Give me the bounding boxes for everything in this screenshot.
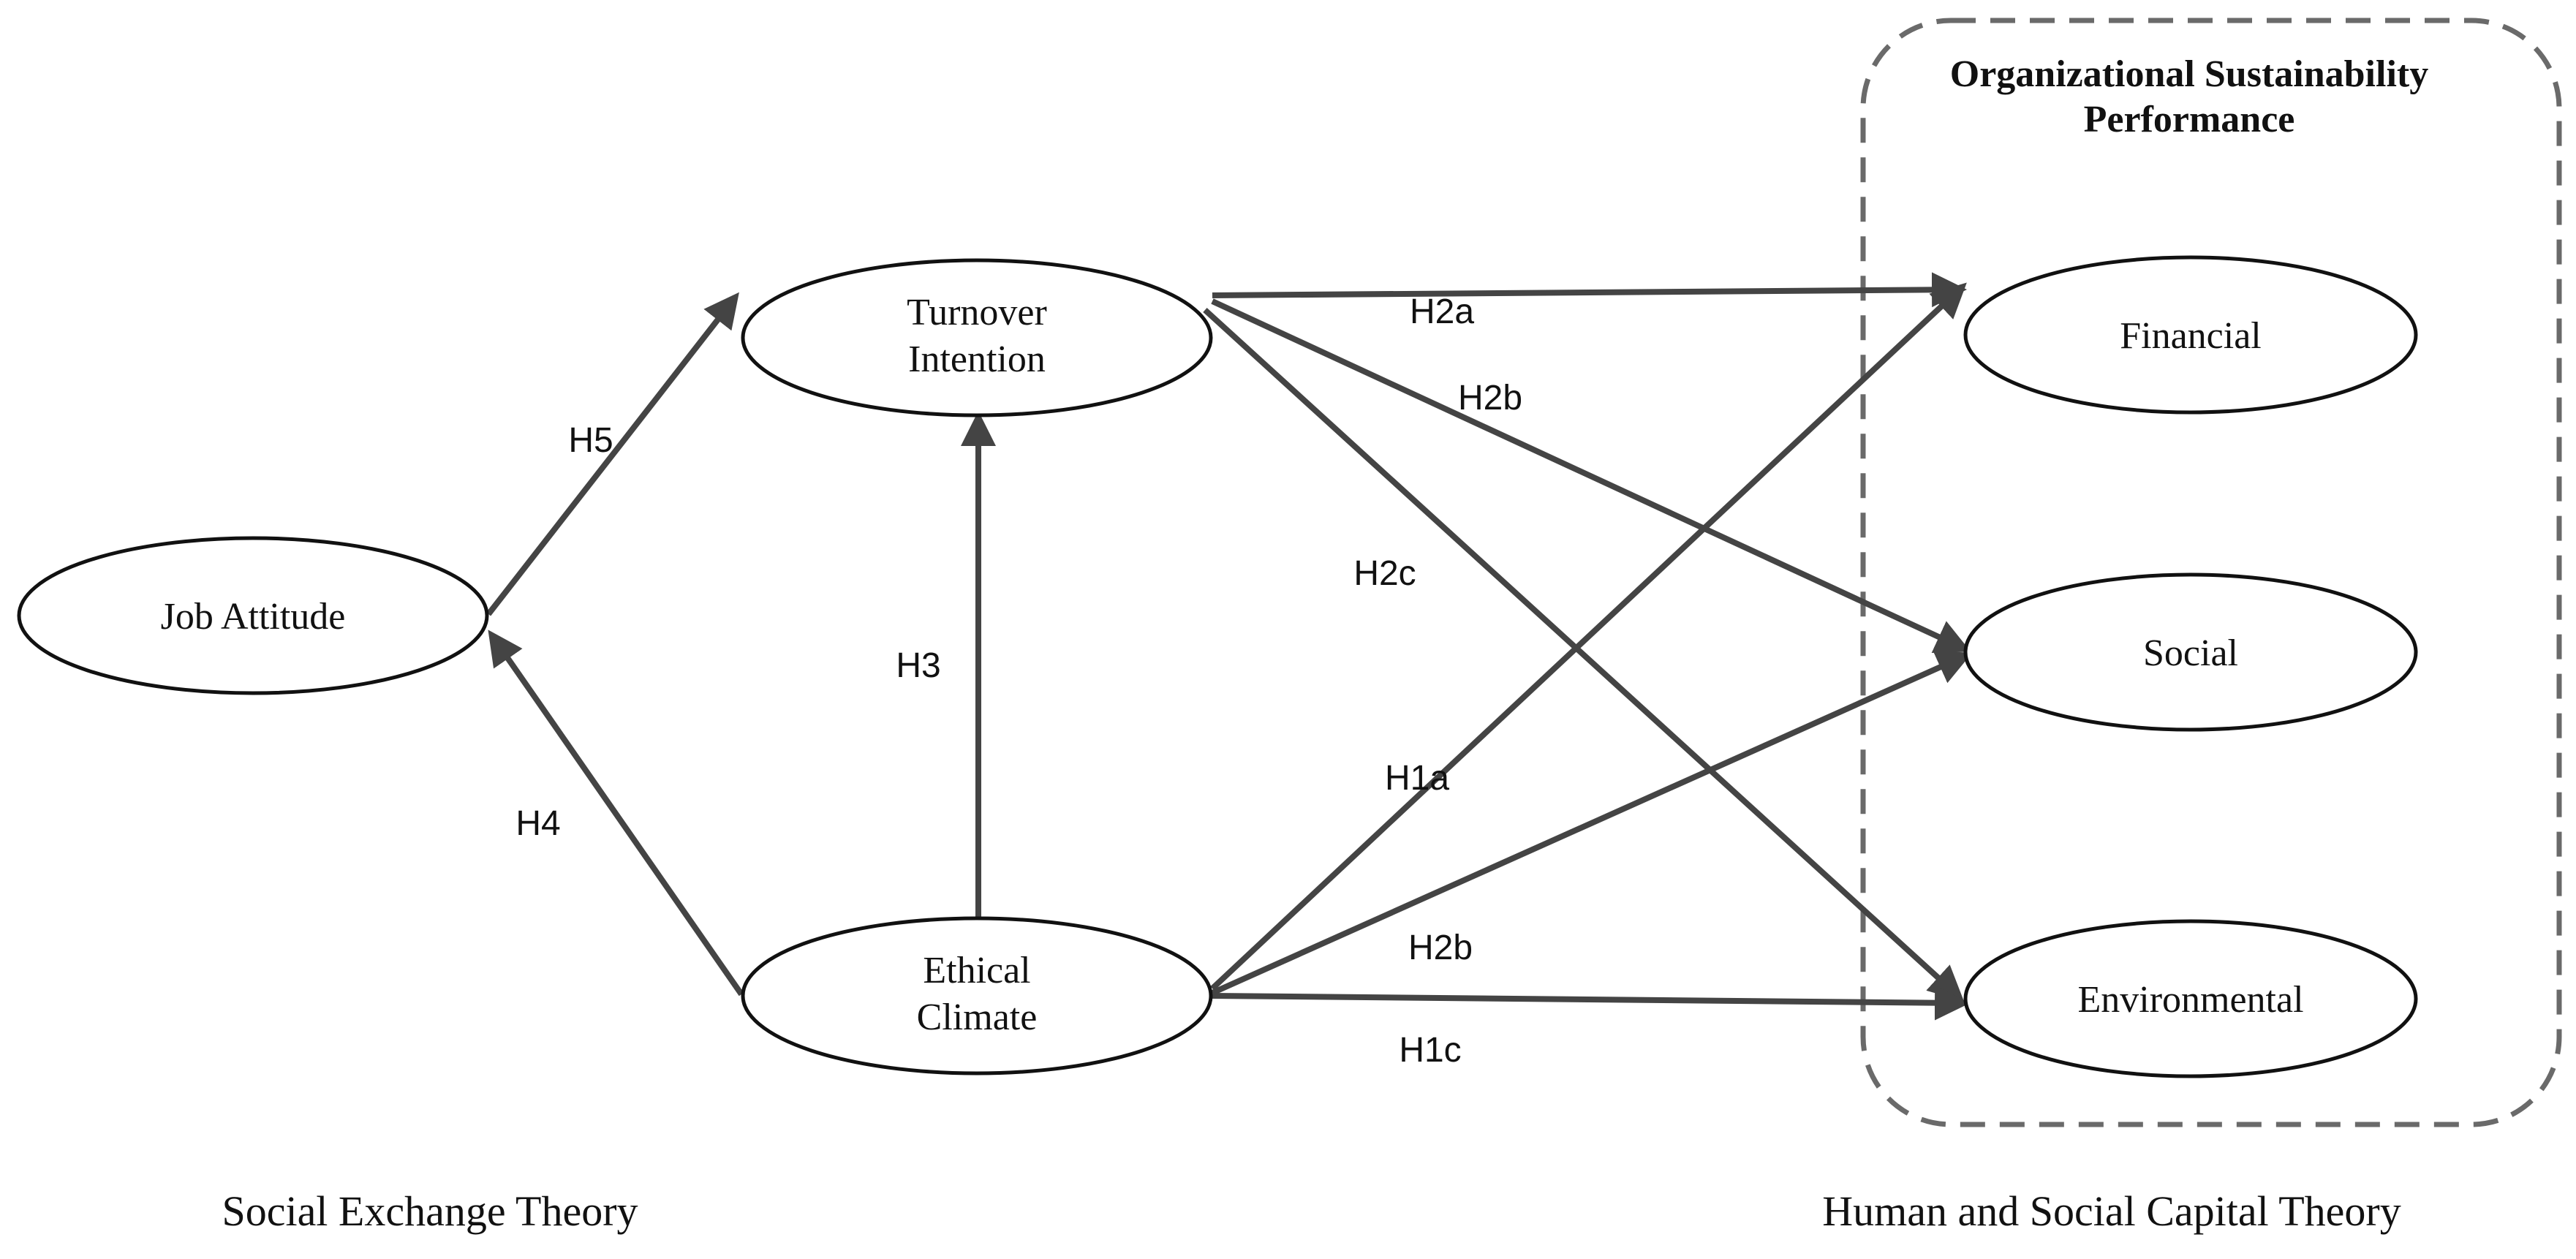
node-ethical-climate-line1: Ethical: [923, 950, 1030, 991]
node-environmental-label: Environmental: [2077, 979, 2303, 1021]
node-job-attitude: Job Attitude: [17, 536, 489, 695]
edge-label-h2a: H2a: [1410, 292, 1474, 331]
edge-h2a: [1212, 272, 1967, 308]
node-turnover-intention: Turnover Intention: [741, 258, 1213, 417]
group-title-line1: Organizational Sustainability: [1950, 53, 2428, 95]
theory-right: Human and Social Capital Theory: [1822, 1187, 2401, 1235]
node-financial: Financial: [1963, 255, 2418, 415]
node-ethical-climate-line2: Climate: [917, 997, 1038, 1038]
edge-label-h5: H5: [568, 421, 613, 460]
theory-left: Social Exchange Theory: [222, 1187, 638, 1235]
node-environmental: Environmental: [1963, 919, 2418, 1078]
edge-h4: [488, 630, 744, 997]
node-job-attitude-label: Job Attitude: [161, 596, 346, 638]
node-social: Social: [1963, 572, 2418, 732]
edge-h2b-upper: [1211, 298, 1971, 654]
edge-h1a: [1210, 282, 1967, 991]
edge-label-h2b-lower: H2b: [1408, 929, 1473, 967]
edge-label-h2b-upper: H2b: [1458, 379, 1522, 417]
edge-label-h1c: H1c: [1399, 1031, 1461, 1070]
edge-label-h2c: H2c: [1353, 554, 1416, 593]
edge-h2c: [1203, 308, 1964, 1002]
edge-h2b-lower: [1211, 651, 1973, 996]
node-financial-label: Financial: [2120, 315, 2262, 357]
edge-label-h4: H4: [515, 804, 560, 843]
edge-h1c: [1212, 985, 1970, 1021]
node-turnover-intention-line2: Intention: [908, 339, 1046, 380]
edge-label-h3: H3: [896, 646, 940, 685]
node-ethical-climate: Ethical Climate: [741, 916, 1213, 1075]
edge-h5: [486, 292, 739, 616]
node-turnover-intention-line1: Turnover: [907, 292, 1047, 333]
node-social-label: Social: [2143, 632, 2238, 674]
sustainability-performance-group: [1860, 18, 2562, 1127]
edge-label-h1a: H1a: [1385, 759, 1449, 798]
group-title-line2: Performance: [2084, 99, 2295, 140]
